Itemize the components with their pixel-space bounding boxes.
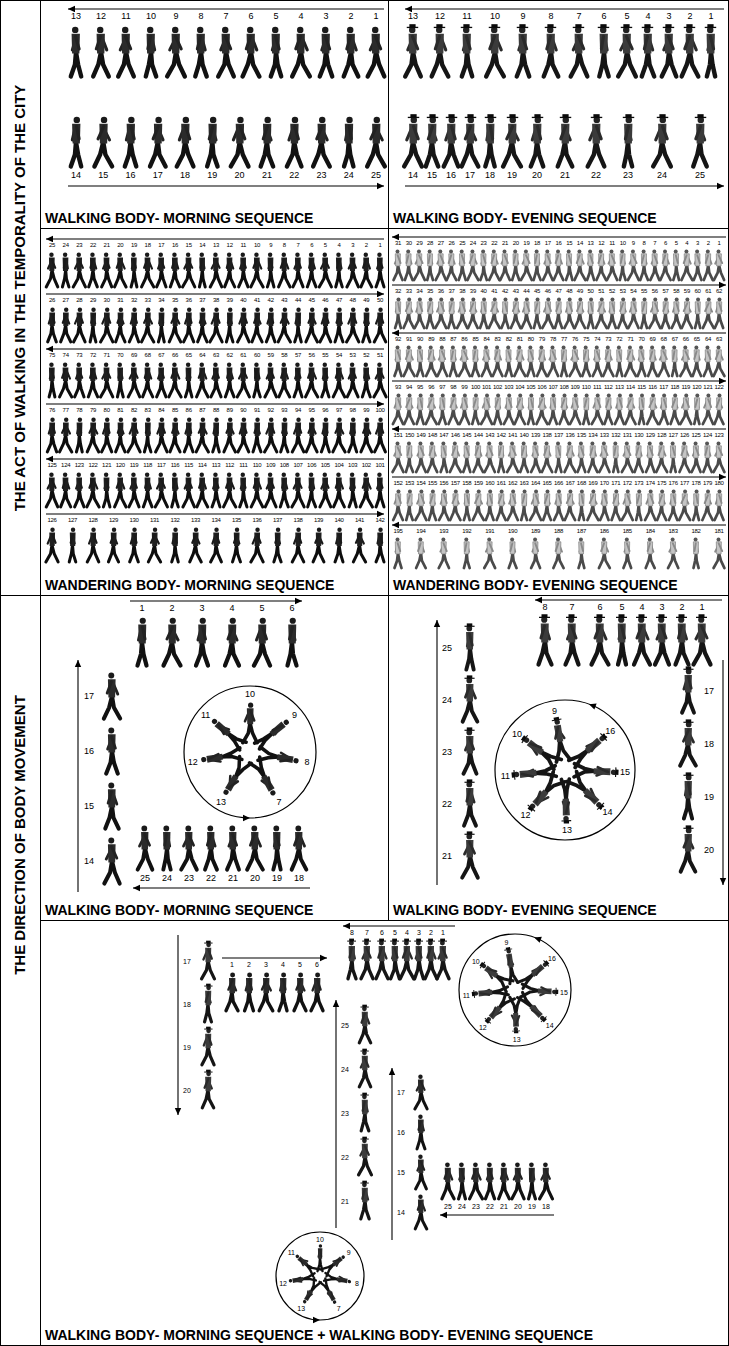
page-ground: 1312111098765432114151617181920212223242…: [0, 0, 729, 1346]
